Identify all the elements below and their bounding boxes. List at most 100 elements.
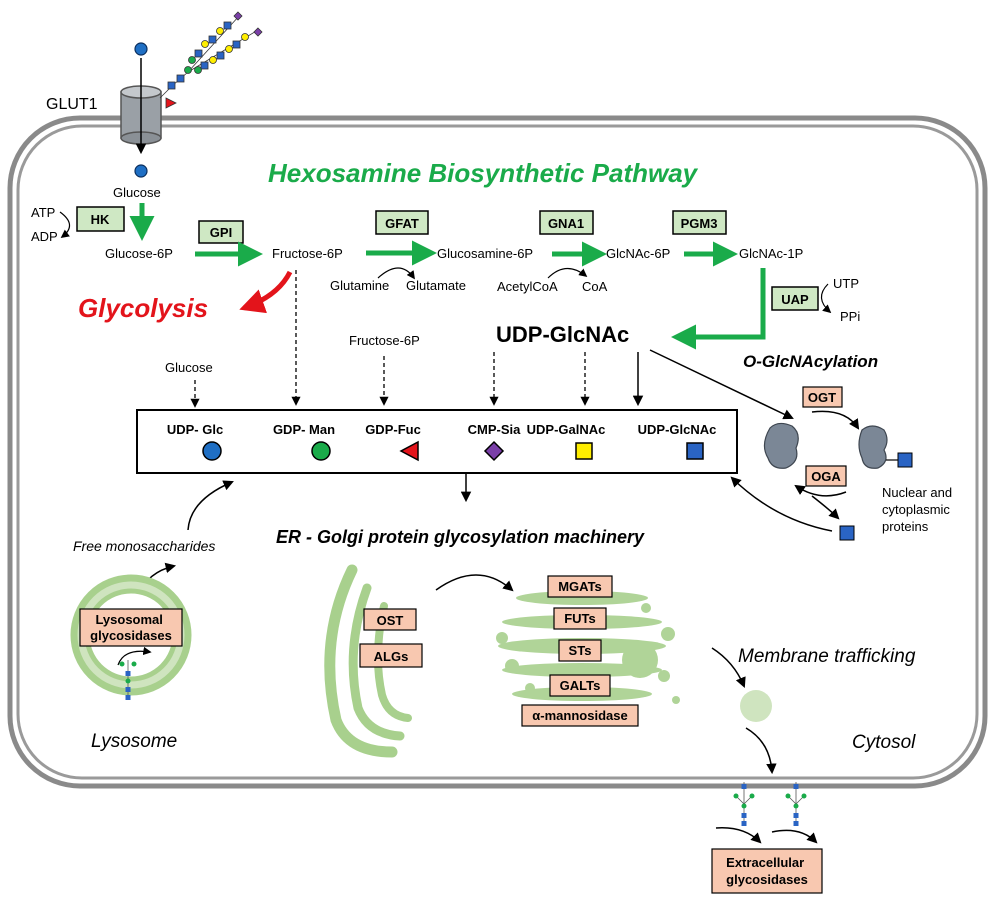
- cell-membrane-inner: [16, 124, 979, 780]
- glucose-input-label: Glucose: [165, 360, 213, 375]
- cell-membrane-outer: [7, 115, 988, 789]
- machinery-title: ER - Golgi protein glycosylation machine…: [276, 527, 645, 547]
- pgm3-enzyme: PGM3: [681, 216, 718, 231]
- vesicle-to-membrane-arrow: [745, 727, 777, 775]
- membrane-trafficking-label: Membrane trafficking: [738, 646, 916, 667]
- glycan-chain-icon: [159, 11, 263, 109]
- nucleotide-sugar-symbol-udp-galnac: [575, 442, 593, 460]
- fructose-6p-input-label: Fructose-6P: [349, 333, 420, 348]
- golgi-to-vesicle-arrow: [711, 647, 746, 688]
- lysosomal-glycosidases: Lysosomal glycosidases: [90, 612, 172, 643]
- glcnac-release-arrow: [811, 495, 840, 520]
- algs-enzyme: ALGs: [374, 649, 409, 664]
- extracellular-glycosidases: Extracellular glycosidases: [726, 855, 808, 887]
- algs-enzyme-box: [359, 643, 423, 668]
- glcnac-6p-label: GlcNAc-6P: [606, 246, 670, 261]
- golgi-enzyme-box-futs: [553, 607, 607, 630]
- lysosomal-glycosidases-box: [79, 608, 183, 647]
- cytosol-label: Cytosol: [852, 732, 916, 753]
- oga-arrow: [794, 484, 847, 497]
- uap-enzyme-box: [771, 286, 819, 311]
- glucose-label: Glucose: [113, 185, 161, 200]
- oga-enzyme: OGA: [811, 469, 841, 484]
- udp-glcnac-to-ogt-arrow: [649, 349, 794, 420]
- nuclear-proteins-label: Nuclear and cytoplasmic proteins: [882, 485, 956, 534]
- acetylcoa-arrow: [547, 267, 588, 279]
- pgm3-enzyme-box: [672, 210, 727, 235]
- nucleotide-sugar-symbol-udp-glcnac: [686, 442, 704, 460]
- golgi-enzyme-mannosidase: α-mannosidase: [532, 708, 627, 723]
- protein-modified-icon: [858, 425, 888, 469]
- extracellular-cleavage-arrow-2: [771, 829, 818, 844]
- nucleotide-sugar-box: [136, 409, 738, 474]
- ppi-label: PPi: [840, 309, 860, 324]
- glut1-label: GLUT1: [46, 96, 98, 113]
- transport-vesicle: [740, 690, 772, 722]
- gna1-enzyme-box: [539, 210, 594, 235]
- udp-glcnac-label: UDP-GlcNAc: [496, 322, 629, 347]
- extracellular-glycosidases-box: [711, 848, 823, 894]
- ogt-arrow: [811, 410, 860, 430]
- glutamine-arrow: [377, 267, 415, 280]
- golgi-enzyme-box-mannosidase: [521, 704, 639, 727]
- golgi-enzyme-futs: FUTs: [564, 611, 596, 626]
- nucleotide-sugar-label-udp-glcnac: UDP-GlcNAc: [638, 422, 717, 437]
- nucleotide-sugar-label-gdp-fuc: GDP-Fuc: [365, 422, 421, 437]
- gna1-enzyme: GNA1: [548, 216, 584, 231]
- atp-label: ATP: [31, 205, 55, 220]
- er-organelle: [324, 564, 412, 758]
- o-glcnacylation-label: O-GlcNAcylation: [743, 352, 878, 371]
- protein-unmodified-icon: [763, 422, 799, 469]
- nucleotide-sugar-list: UDP- Glc GDP- Man GDP-Fuc CMP-Sia UDP-GalNAc…: [167, 422, 717, 462]
- gpi-enzyme: GPI: [210, 225, 232, 240]
- glucose-6p-label: Glucose-6P: [105, 246, 173, 261]
- glucosamine-6p-label: Glucosamine-6P: [437, 246, 533, 261]
- gfat-enzyme: GFAT: [385, 216, 419, 231]
- pathway-title: Hexosamine Biosynthetic Pathway: [268, 158, 699, 188]
- glcnac-1p-label: GlcNAc-1P: [739, 246, 803, 261]
- ogt-enzyme: OGT: [808, 390, 836, 405]
- er-to-golgi-arrow: [435, 574, 514, 592]
- gfat-enzyme-box: [375, 210, 429, 235]
- glucose-outside-icon: [134, 42, 148, 56]
- ogt-enzyme-box: [802, 386, 843, 408]
- utp-arrow: [820, 283, 832, 314]
- free-glcnac-icon: [839, 525, 855, 541]
- nucleotide-sugar-symbol-udp-glc: [202, 441, 222, 461]
- adp-label: ADP: [31, 229, 58, 244]
- extracellular-glycan-icon-1: [733, 782, 755, 826]
- glycolysis-label: Glycolysis: [78, 293, 208, 323]
- glycolysis-arrow: [239, 270, 293, 314]
- nucleotide-sugar-label-udp-galnac: UDP-GalNAc: [527, 422, 606, 437]
- fructose-6p-label: Fructose-6P: [272, 246, 343, 261]
- golgi-enzyme-box-mgats: [547, 575, 613, 598]
- glucose-inside-icon: [134, 164, 148, 178]
- oga-enzyme-box: [805, 465, 847, 487]
- uap-enzyme: UAP: [781, 292, 809, 307]
- ost-enzyme: OST: [377, 613, 404, 628]
- free-monosaccharides-arrow: [187, 480, 234, 531]
- extracellular-cleavage-arrow-1: [715, 827, 762, 844]
- hk-enzyme: HK: [91, 212, 110, 227]
- nucleotide-sugar-label-gdp-man: GDP- Man: [273, 422, 335, 437]
- glutamate-label: Glutamate: [406, 278, 466, 293]
- glutamine-label: Glutamine: [330, 278, 389, 293]
- golgi-enzyme-box-sts: [558, 639, 602, 662]
- utp-label: UTP: [833, 276, 859, 291]
- extracellular-glycan-icon-2: [785, 782, 807, 826]
- glcnac-on-protein-icon: [897, 452, 913, 468]
- coa-label: CoA: [582, 279, 608, 294]
- ost-enzyme-box: [363, 608, 417, 631]
- nucleotide-sugar-symbol-gdp-fuc: [399, 440, 419, 462]
- nucleotide-sugar-label-cmp-sia: CMP-Sia: [468, 422, 522, 437]
- lysosome-label: Lysosome: [91, 731, 177, 752]
- lysosome-glycan-icon: [119, 660, 137, 700]
- nucleotide-sugar-label-udp-glc: UDP- Glc: [167, 422, 223, 437]
- atp-adp-arrow: [59, 211, 71, 239]
- glcnac-salvage-arrow: [730, 476, 833, 532]
- acetylcoa-label: AcetylCoA: [497, 279, 558, 294]
- golgi-enzyme-sts: STs: [569, 643, 592, 658]
- golgi-enzyme-mgats: MGATs: [558, 579, 602, 594]
